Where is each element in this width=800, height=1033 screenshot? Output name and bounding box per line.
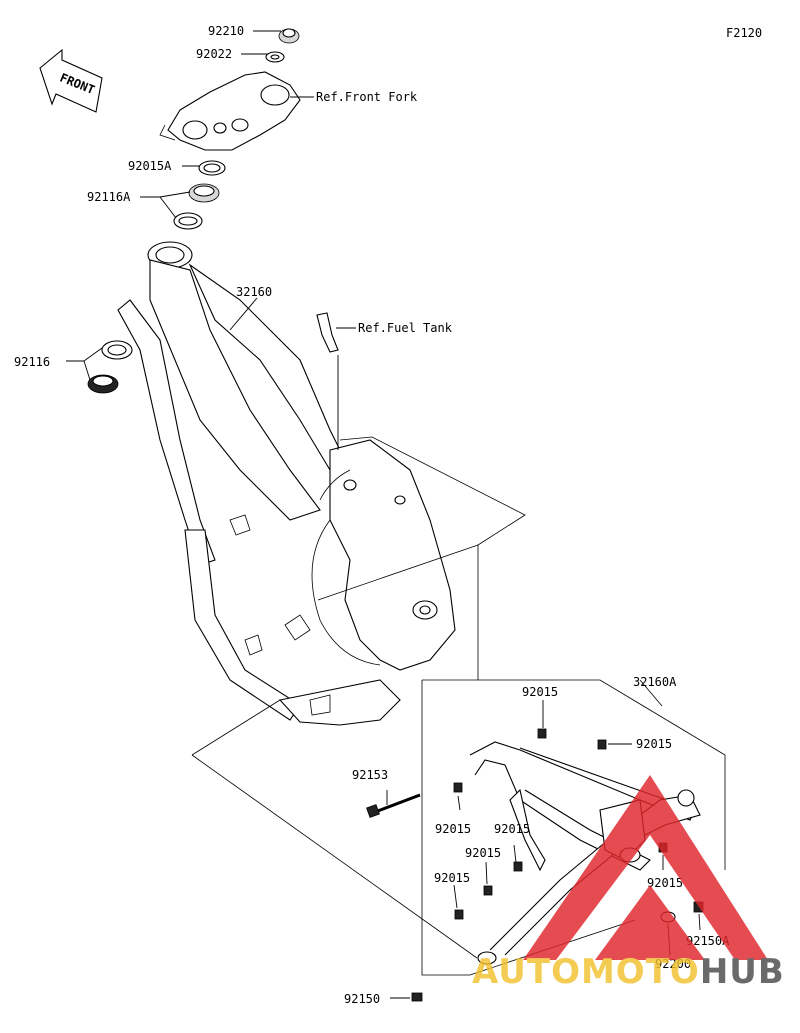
label-92150A: 92150A	[686, 934, 730, 948]
washer-part	[265, 51, 285, 63]
bearing-part	[87, 374, 119, 394]
long-bolt-part	[366, 793, 421, 818]
steering-nut-part	[278, 28, 300, 44]
label-92015-bottom-right: 92015	[647, 876, 683, 890]
label-92116A: 92116A	[87, 190, 131, 204]
label-92015-mid-left: 92015	[435, 822, 471, 836]
label-32160A: 32160A	[633, 675, 677, 689]
leader-lines	[66, 30, 726, 999]
bearing-seal-a-part	[198, 160, 226, 176]
front-arrow-icon: FRONT	[39, 48, 103, 113]
label-ref-front-fork: Ref.Front Fork	[316, 90, 418, 104]
label-32160: 32160	[236, 285, 272, 299]
label-92015-right: 92015	[636, 737, 672, 751]
bearing-a-part	[188, 183, 220, 203]
label-92015-top: 92015	[522, 685, 558, 699]
label-92116: 92116	[14, 355, 50, 369]
label-92022: 92022	[196, 47, 232, 61]
label-92210: 92210	[208, 24, 244, 38]
label-92015-bottom-left: 92015	[434, 871, 470, 885]
figure-code: F2120	[726, 26, 762, 40]
fuel-tank-bracket-part	[316, 312, 339, 353]
bearing-race-part	[101, 340, 133, 360]
watermark-text-automoto: AUTOMOTO	[472, 952, 700, 992]
label-92150: 92150	[344, 992, 380, 1006]
label-92015-mid: 92015	[494, 822, 530, 836]
svg-text:AUTOMOTOHUB: AUTOMOTOHUB	[472, 952, 785, 992]
steering-stem-bracket-part	[159, 71, 301, 151]
label-ref-fuel-tank: Ref.Fuel Tank	[358, 321, 453, 335]
label-92015-lower: 92015	[465, 846, 501, 860]
main-frame-part	[117, 241, 456, 726]
label-92153: 92153	[352, 768, 388, 782]
watermark-text-hub: HUB	[700, 952, 785, 992]
automotohub-watermark-logo: AUTOMOTOHUB	[472, 775, 785, 992]
label-92015A: 92015A	[128, 159, 172, 173]
label-92200: 92200	[655, 957, 691, 971]
bearing-race-a-part	[173, 212, 203, 230]
